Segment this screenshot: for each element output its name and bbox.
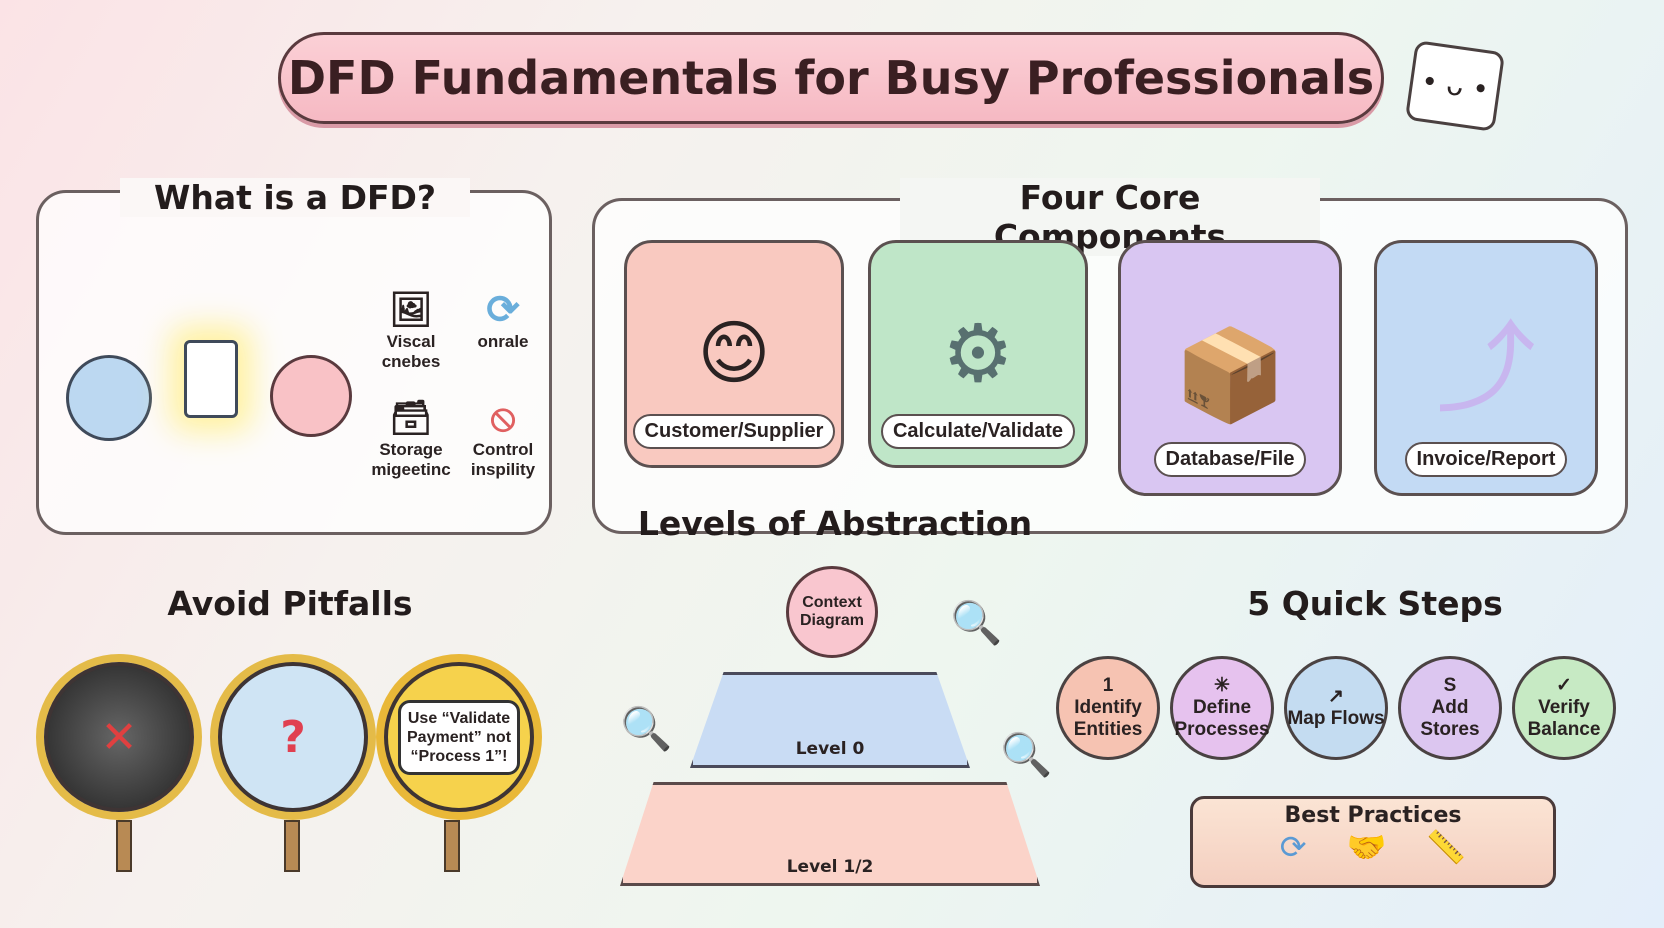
magnifier-icon: 🔍	[950, 598, 1003, 647]
best-practices-banner: Best Practices ⟳🤝📏	[1190, 796, 1556, 888]
handshake-icon: 🤝	[1346, 828, 1387, 866]
box-icon: 📦	[1173, 323, 1287, 428]
steps-heading: 5 Quick Steps	[1247, 584, 1503, 623]
black-hole-sign: ✕	[44, 662, 194, 812]
magnifier-icon: 🔍	[620, 704, 673, 753]
ruler-icon: 📏	[1426, 828, 1467, 866]
mascot-icon: • ᴗ •	[1404, 40, 1506, 132]
what-is-item: ⦸Control inspility	[458, 396, 548, 480]
level-1-2-platform: Level 1/2	[620, 782, 1040, 886]
question-icon: ?	[280, 711, 306, 763]
page-title: DFD Fundamentals for Busy Professionals	[278, 32, 1384, 124]
person-icon	[66, 355, 152, 441]
what-is-item: 🖼Viscal cnebes	[366, 288, 456, 372]
magnifier-icon: 🔍	[1000, 730, 1053, 779]
what-is-item: 🗃Storage migeetinc	[366, 396, 456, 480]
component-card-process: ⚙Calculate/Validate	[868, 240, 1088, 468]
component-card-store: 📦Database/File	[1118, 240, 1342, 496]
entity-character-icon: 😊	[697, 312, 771, 394]
component-card-flow: ⤴Invoice/Report	[1374, 240, 1598, 496]
sign-pole	[116, 820, 132, 872]
component-card-entity: 😊Customer/Supplier	[624, 240, 844, 468]
level-0-platform: Level 0	[690, 672, 970, 768]
refresh-icon: ⟳	[486, 288, 520, 332]
gear-icon: ⚙	[942, 307, 1014, 400]
what-is-heading: What is a DFD?	[120, 178, 470, 217]
prohibited-icon: ⦸	[490, 397, 516, 439]
pitfalls-heading: Avoid Pitfalls	[167, 584, 413, 623]
arrow-icon: ⤴	[1436, 310, 1536, 427]
document-chart-icon	[184, 340, 238, 418]
image-icon: 🖼	[389, 291, 433, 329]
x-icon: ✕	[100, 711, 138, 763]
step-verify-balance: ✓Verify Balance	[1512, 656, 1616, 760]
sign-pole	[444, 820, 460, 872]
context-diagram-bubble: Context Diagram	[786, 566, 878, 658]
what-is-item: ⟳onrale	[458, 288, 548, 352]
refresh-icon: ⟳	[1279, 828, 1307, 866]
sign-pole	[284, 820, 300, 872]
person-icon	[270, 355, 352, 437]
step-define-processes: ✳Define Processes	[1170, 656, 1274, 760]
confused-sign: ?	[218, 662, 368, 812]
storage-box-icon: 🗃	[389, 399, 433, 437]
levels-heading: Levels of Abstraction	[637, 504, 1033, 543]
step-map-flows: ↗Map Flows	[1284, 656, 1388, 760]
naming-sign: Use “Validate Payment” not “Process 1”!	[384, 662, 534, 812]
